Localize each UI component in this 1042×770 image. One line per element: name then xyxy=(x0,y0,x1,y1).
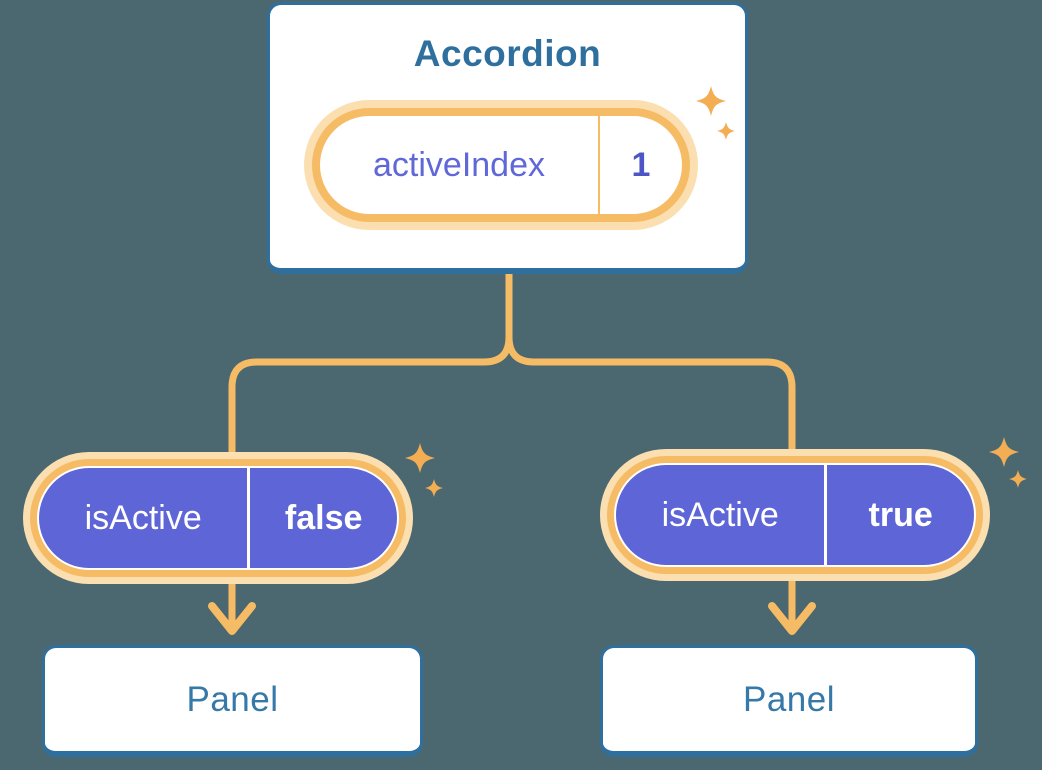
state-pill-divider xyxy=(598,116,600,214)
prop-pill-isactive-false: isActive false xyxy=(23,452,413,584)
panel-right-title: Panel xyxy=(742,679,836,719)
prop-pill-right-gap: isActive true xyxy=(614,463,976,567)
arrowhead-left-icon xyxy=(208,602,256,635)
panel-component-card-right: Panel xyxy=(600,645,978,757)
connector-right-branch xyxy=(505,270,796,628)
prop-pill-left-value: false xyxy=(284,498,363,537)
prop-pill-right-core: isActive true xyxy=(616,465,974,565)
state-pill-core: activeIndex 1 xyxy=(320,116,682,214)
prop-pill-right-ring: isActive true xyxy=(607,456,983,574)
prop-pill-left-core: isActive false xyxy=(39,468,397,568)
panel-left-title: Panel xyxy=(186,679,279,719)
accordion-title: Accordion xyxy=(413,33,602,74)
prop-pill-isactive-true: isActive true xyxy=(600,449,990,581)
prop-pill-left-gap: isActive false xyxy=(37,466,399,570)
state-pill-label: activeIndex xyxy=(373,145,545,184)
state-pill-ring: activeIndex 1 xyxy=(312,108,690,222)
prop-pill-right-value: true xyxy=(868,495,933,534)
prop-pill-left-label: isActive xyxy=(84,498,202,537)
state-pill-activeindex: activeIndex 1 xyxy=(304,100,698,230)
state-pill-value: 1 xyxy=(631,145,651,184)
arrowhead-right-icon xyxy=(768,602,816,635)
panel-component-card-left: Panel xyxy=(42,645,423,757)
prop-pill-right-divider xyxy=(824,465,828,565)
prop-pill-left-ring: isActive false xyxy=(30,459,406,577)
prop-pill-left-divider xyxy=(247,468,251,568)
prop-pill-right-label: isActive xyxy=(661,495,779,534)
